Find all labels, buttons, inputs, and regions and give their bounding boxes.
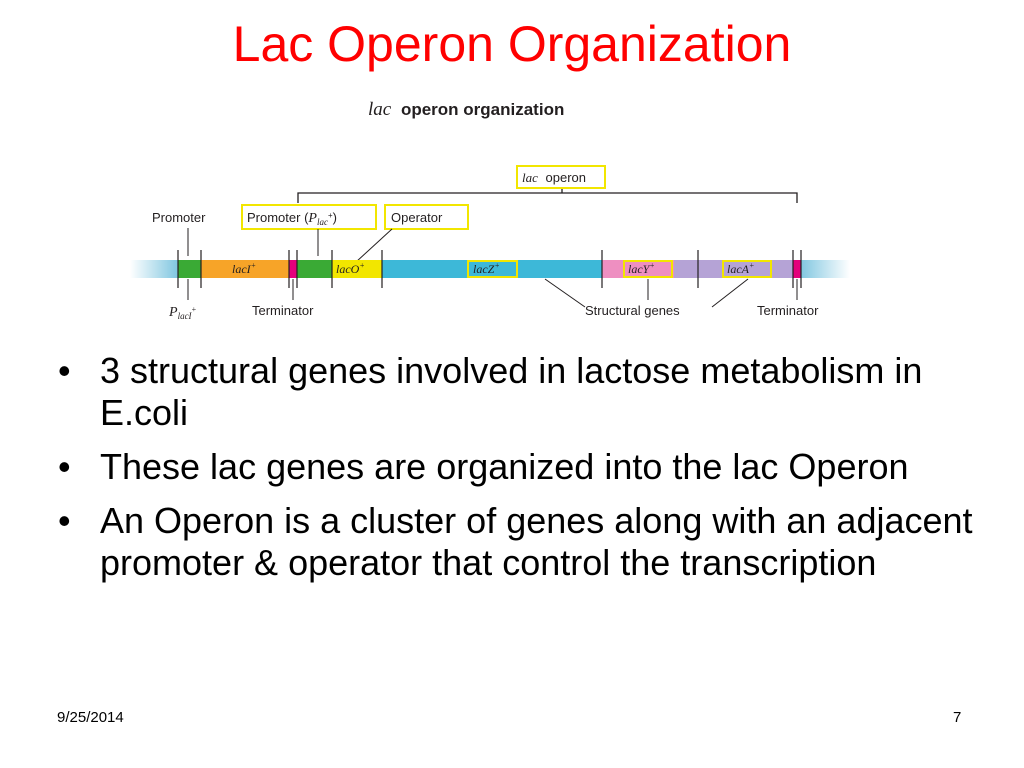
- operator-box: [384, 204, 469, 230]
- bullet-item: • These lac genes are organized into the…: [58, 446, 978, 488]
- laci-segment: [201, 260, 289, 278]
- promoter-plac-box: [241, 204, 377, 230]
- terminator-right-segment: [793, 260, 801, 278]
- promoter-placi-segment: [178, 260, 201, 278]
- footer-date: 9/25/2014: [57, 709, 124, 726]
- diagram-heading: lac operon organization: [368, 99, 564, 120]
- terminator-right-label: Terminator: [757, 303, 819, 318]
- diagram-heading-lac: lac: [368, 99, 392, 120]
- diagram-heading-rest: operon organization: [401, 100, 564, 119]
- slide-title: Lac Operon Organization: [232, 16, 792, 72]
- spacer-zy: [602, 260, 622, 278]
- terminator-left-label: Terminator: [252, 303, 314, 318]
- bullet-item: • 3 structural genes involved in lactose…: [58, 350, 978, 434]
- structural-genes-label: Structural genes: [585, 303, 680, 318]
- operon-label-box: [516, 165, 606, 189]
- terminator-left-segment: [289, 260, 297, 278]
- bullet-list: • 3 structural genes involved in lactose…: [58, 350, 978, 596]
- operator-label: Operator: [391, 210, 443, 225]
- spacer-a-term: [773, 260, 793, 278]
- bullet-text: 3 structural genes involved in lactose m…: [100, 350, 923, 433]
- bullet-dot: •: [58, 446, 71, 487]
- promoter-plac-label: Promoter (Plac+): [247, 210, 337, 227]
- lac-operon-diagram: lac operon organization lac operon Promo…: [130, 99, 850, 321]
- promoter-left-label: Promoter: [152, 210, 206, 225]
- bullet-dot: •: [58, 350, 71, 391]
- operon-bracket: [297, 187, 798, 203]
- bullet-text: These lac genes are organized into the l…: [100, 446, 909, 487]
- page-number: 7: [953, 709, 962, 726]
- promoter-plac-segment: [297, 260, 332, 278]
- bullet-dot: •: [58, 500, 71, 541]
- laca-segment: [721, 260, 773, 278]
- dna-strand: [130, 250, 850, 288]
- upper-leader-lines: [187, 228, 393, 263]
- laco-segment: [332, 260, 382, 278]
- lower-leader-lines: [187, 278, 798, 308]
- laci-gene-label: lacI+: [232, 261, 256, 276]
- lacz-gene-label: lacZ+: [473, 261, 500, 276]
- bullet-item: • An Operon is a cluster of genes along …: [58, 500, 978, 584]
- laco-gene-label: lacO+: [336, 261, 365, 276]
- p-laci-label: PlacI+: [168, 305, 197, 321]
- lacy-segment: [622, 260, 674, 278]
- bullet-text: An Operon is a cluster of genes along wi…: [100, 500, 973, 583]
- lacz-segment: [382, 260, 602, 278]
- lacy-gene-label: lacY+: [628, 261, 655, 276]
- laca-gene-label: lacA+: [727, 261, 754, 276]
- operon-label: lac operon: [522, 170, 586, 185]
